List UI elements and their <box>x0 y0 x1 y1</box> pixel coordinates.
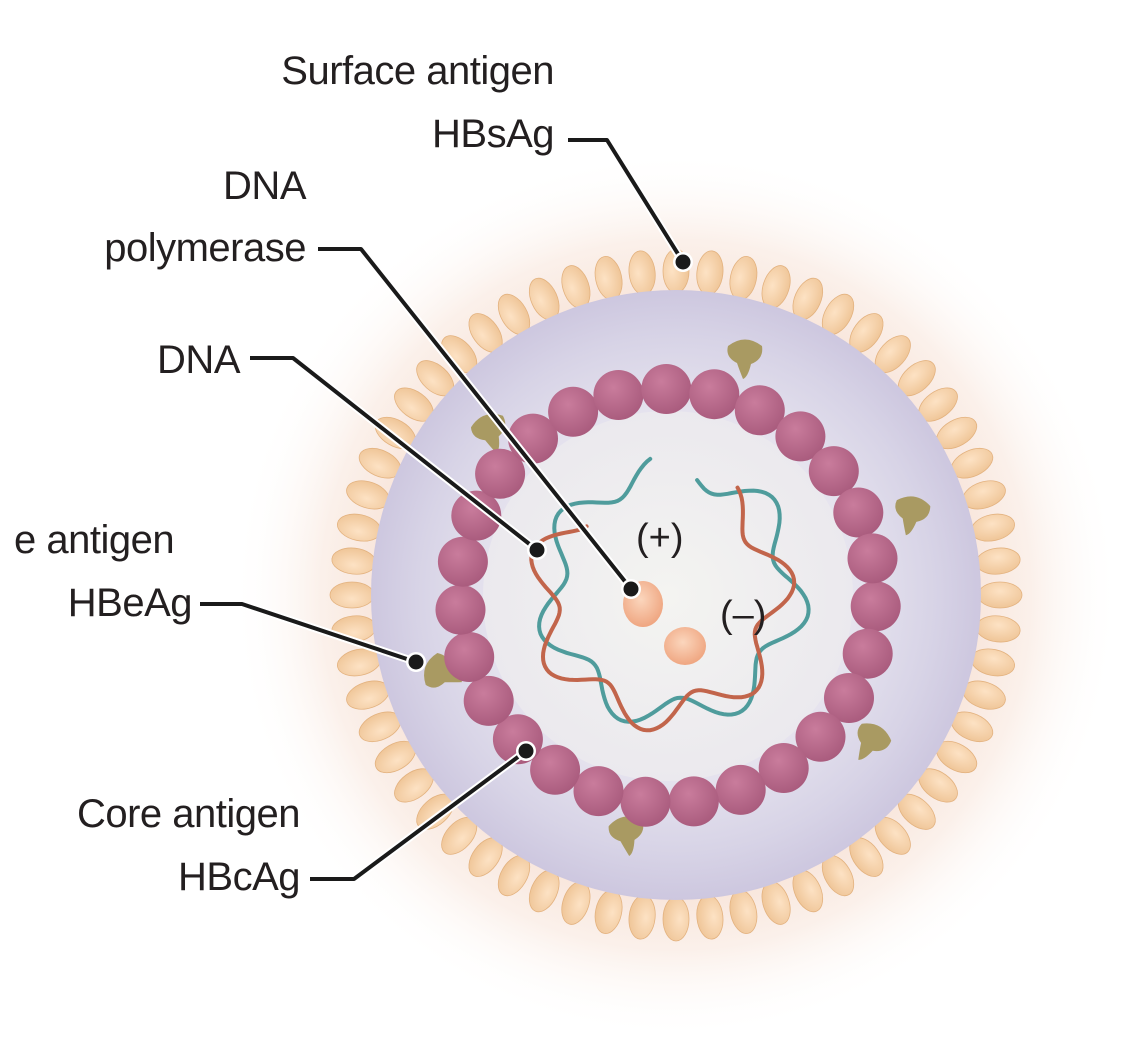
surface-antigen-leader <box>568 138 685 264</box>
leader-lines <box>200 136 693 883</box>
core-capsid-protein <box>689 369 740 420</box>
core-capsid-protein <box>475 448 526 499</box>
core-capsid-protein <box>463 675 514 726</box>
surface-antigen-leader-dot <box>675 254 691 270</box>
e-antigen-label: e antigen <box>14 518 175 562</box>
e-antigen-particle <box>727 339 763 379</box>
core-capsid-protein <box>530 744 581 795</box>
core-capsid-protein <box>451 490 502 541</box>
core-capsid-protein <box>593 370 644 420</box>
core-capsid-protein <box>833 487 884 538</box>
core-capsid-protein <box>808 446 859 497</box>
core-capsid-protein <box>668 776 719 827</box>
plus-strand-dna <box>529 485 797 733</box>
minus-strand-dna <box>537 456 811 724</box>
dna-leader <box>250 356 539 552</box>
e-antigen-leader-dot <box>408 654 424 670</box>
core-capsid-protein <box>850 581 901 632</box>
dna-polymerase-leader-dot <box>623 581 639 597</box>
core-antigen-label: Core antigen <box>76 792 301 836</box>
core-capsid-protein <box>573 766 624 817</box>
surface-protein <box>329 581 375 609</box>
core-capsid-protein <box>842 628 893 679</box>
surface-protein <box>662 896 690 942</box>
core-capsid-protein <box>620 776 671 827</box>
core-capsid-protein <box>435 584 486 635</box>
core-capsid-protein <box>775 411 826 462</box>
core-capsid-protein <box>795 711 846 762</box>
hbcag-label: HBcAg <box>178 855 301 899</box>
core-capsid-protein <box>641 364 692 414</box>
e-antigen-particle <box>857 723 892 760</box>
core-capsid-protein <box>734 385 785 436</box>
e-antigen-group <box>424 339 931 856</box>
dna-polymerase-label-line1: DNA <box>223 164 306 208</box>
e-antigen-leader <box>200 602 417 664</box>
core-capsid-protein <box>758 743 809 793</box>
core-capsid-protein <box>847 533 898 584</box>
core-capsid-protein <box>437 536 488 587</box>
core-antigen-leader-dot <box>518 743 534 759</box>
dna-polymerase-label-line2: polymerase <box>104 226 306 270</box>
e-antigen-particle <box>895 496 931 536</box>
surface-protein-layer <box>329 248 1023 942</box>
core-capsid-ring <box>435 364 901 827</box>
dna-polymerase-leader <box>318 247 633 591</box>
hbsag-label: HBsAg <box>432 112 555 156</box>
core-antigen-leader <box>310 749 528 881</box>
plus-strand-label: (+) <box>636 517 684 559</box>
dna-label: DNA <box>157 338 240 382</box>
dna-leader-dot <box>529 542 545 558</box>
core-capsid-protein <box>824 673 874 723</box>
minus-strand-label: (–) <box>720 594 767 636</box>
e-antigen-particle <box>424 652 462 688</box>
surface-antigen-label: Surface antigen <box>281 49 554 93</box>
e-antigen-particle <box>608 816 644 856</box>
core-capsid-protein <box>548 386 599 437</box>
dna-polymerase-secondary <box>664 627 706 665</box>
core-capsid-protein <box>444 632 495 682</box>
surface-protein <box>977 581 1023 609</box>
core-capsid-protein <box>715 764 766 815</box>
hbeag-label: HBeAg <box>67 581 193 625</box>
